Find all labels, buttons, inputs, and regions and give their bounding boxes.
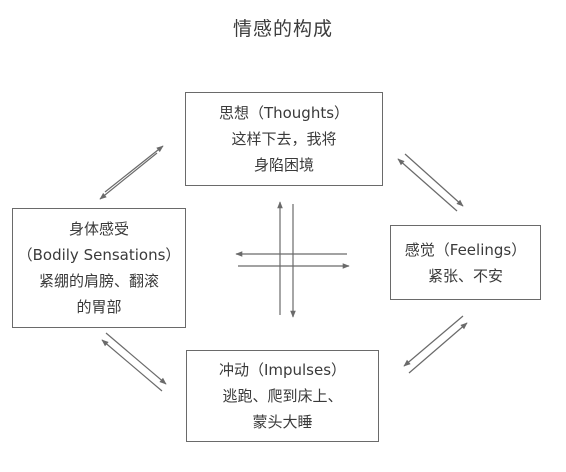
feelings-box: 感觉（Feelings） 紧张、不安	[390, 225, 541, 300]
impulses-box: 冲动（Impulses） 逃跑、爬到床上、 蒙头大睡	[186, 350, 379, 442]
thoughts-text-1: 这样下去，我将	[231, 130, 337, 148]
impulses-text-2: 蒙头大睡	[252, 413, 313, 431]
thoughts-box: 思想（Thoughts） 这样下去，我将 身陷困境	[185, 92, 383, 186]
arrow-thoughts-to-bodily	[99, 152, 158, 200]
bodily-sensations-box: 身体感受 （Bodily Sensations） 紧绷的肩膀、翻滚 的胃部	[12, 208, 186, 328]
impulses-heading: 冲动（Impulses）	[218, 361, 347, 379]
arrow-impulses-to-bodily	[101, 339, 163, 392]
arrow-feelings-to-thoughts	[397, 158, 458, 212]
bodily-text-2: 的胃部	[76, 298, 122, 316]
bodily-heading: 身体感受	[68, 220, 129, 238]
arrow-impulses-to-feelings	[408, 322, 468, 374]
feelings-text: 紧张、不安	[427, 266, 503, 285]
diagram-title: 情感的构成	[232, 18, 333, 40]
arrow-bodily-to-impulses	[105, 332, 167, 385]
bodily-heading-en: （Bodily Sensations）	[17, 246, 181, 264]
arrow-thoughts-to-feelings	[404, 153, 464, 207]
thoughts-text-2: 身陷困境	[253, 156, 314, 174]
arrow-bodily-to-thoughts	[104, 145, 164, 193]
thoughts-heading: 思想（Thoughts）	[218, 104, 350, 122]
impulses-text-1: 逃跑、爬到床上、	[222, 387, 343, 405]
arrow-feelings-to-impulses	[403, 315, 464, 367]
bodily-text-1: 紧绷的肩膀、翻滚	[38, 272, 159, 290]
feelings-heading: 感觉（Feelings）	[404, 240, 527, 259]
